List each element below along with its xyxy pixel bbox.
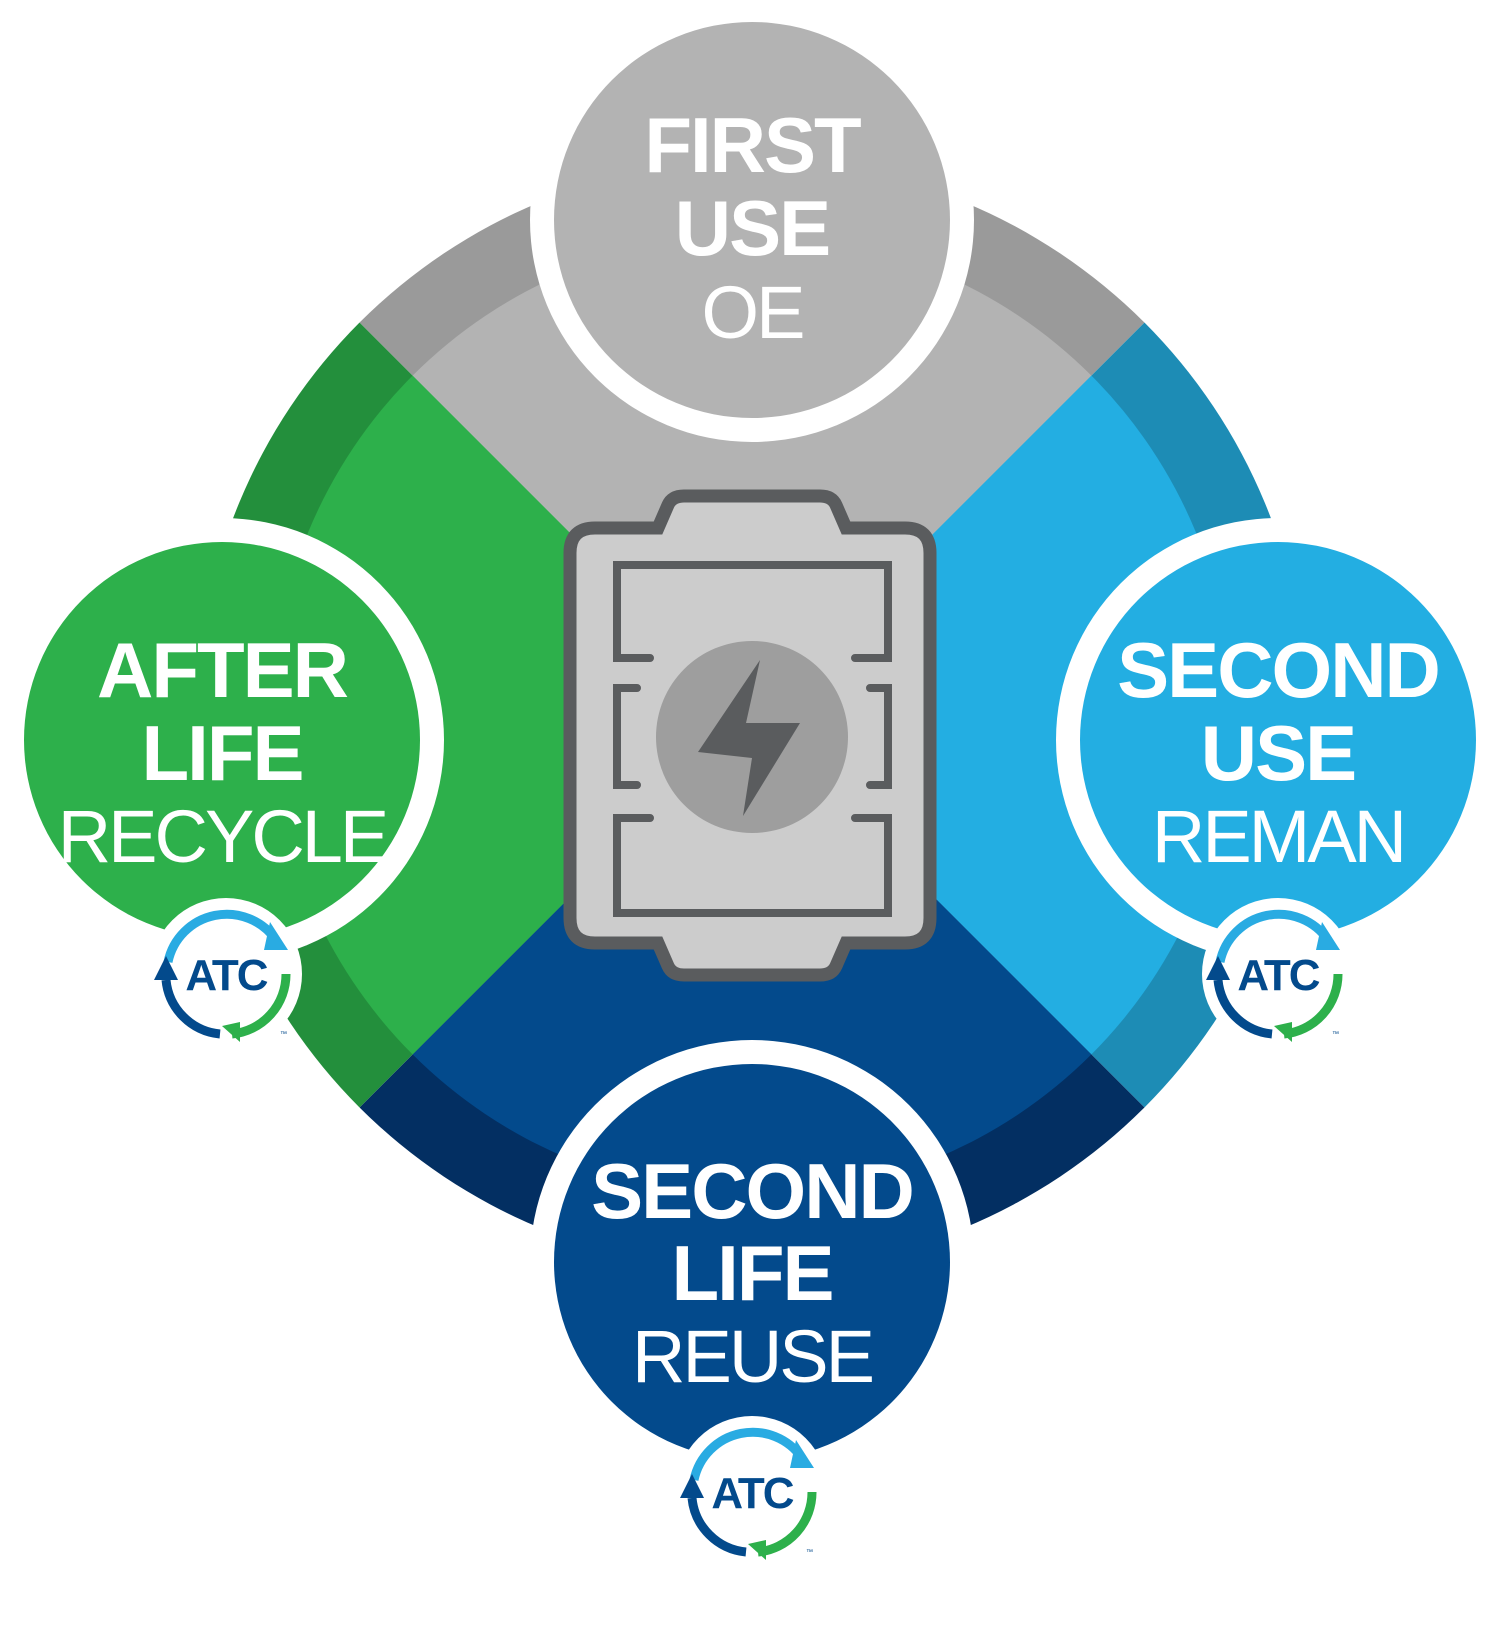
- battery-charge-icon: [563, 489, 937, 982]
- stage-second-use-line2: USE: [1201, 709, 1355, 797]
- stage-first-use-line2: USE: [675, 184, 829, 272]
- stage-after-life-line2: LIFE: [142, 709, 303, 797]
- atc-badge-second-use: ATC ™: [1202, 898, 1354, 1050]
- svg-text:™: ™: [806, 1549, 813, 1556]
- atc-badge-text: ATC: [185, 951, 267, 1000]
- stage-second-use: SECOND USE REMAN ATC ™: [1056, 518, 1500, 1050]
- stage-second-life-line1: SECOND: [591, 1147, 913, 1235]
- svg-text:™: ™: [280, 1031, 287, 1038]
- atc-badge-text: ATC: [711, 1469, 793, 1518]
- stage-after-life: AFTER LIFE RECYCLE ATC ™: [0, 518, 444, 1050]
- stage-second-life: SECOND LIFE REUSE ATC ™: [530, 1040, 974, 1568]
- stage-first-use: FIRST USE OE: [530, 0, 974, 442]
- svg-text:™: ™: [1332, 1031, 1339, 1038]
- stage-second-use-line1: SECOND: [1117, 626, 1439, 714]
- stage-first-use-line3: OE: [702, 271, 804, 354]
- atc-badge-after-life: ATC ™: [150, 898, 302, 1050]
- stage-second-life-line3: REUSE: [632, 1315, 873, 1398]
- stage-after-life-line1: AFTER: [97, 626, 348, 714]
- stage-second-life-line2: LIFE: [672, 1229, 833, 1317]
- stage-first-use-line1: FIRST: [644, 101, 861, 189]
- stage-second-use-line3: REMAN: [1152, 795, 1404, 878]
- stage-after-life-line3: RECYCLE: [58, 795, 387, 878]
- atc-badge-second-life: ATC ™: [676, 1416, 828, 1568]
- atc-badge-text: ATC: [1237, 951, 1319, 1000]
